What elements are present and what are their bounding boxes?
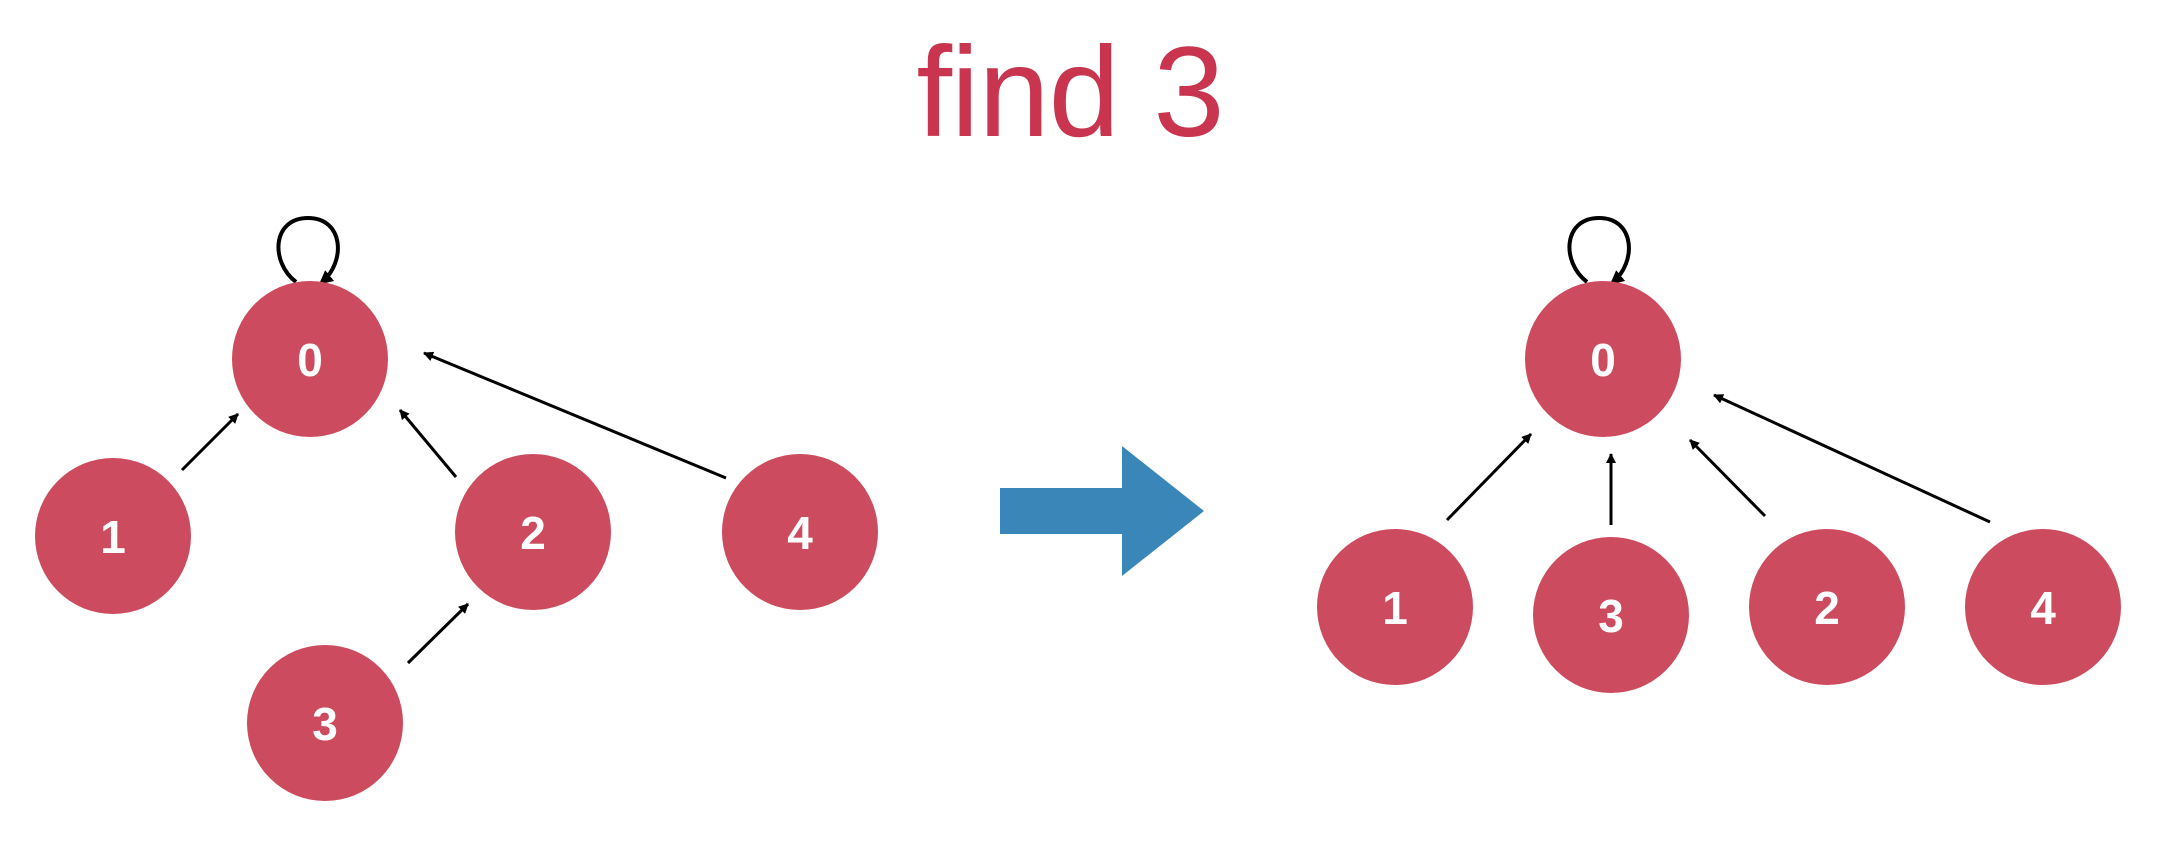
before-self-loop-0 <box>276 215 340 285</box>
after-node-0: 0 <box>1525 281 1681 437</box>
svg-text:0: 0 <box>297 334 323 386</box>
before-edge-3-2 <box>406 602 470 665</box>
before-node-0: 0 <box>232 281 388 437</box>
before-graph: 0 1 2 3 4 <box>35 215 878 801</box>
svg-text:3: 3 <box>312 698 338 750</box>
after-node-1: 1 <box>1317 529 1473 685</box>
after-node-3: 3 <box>1533 537 1689 693</box>
svg-text:2: 2 <box>520 507 546 559</box>
after-edge-2-0 <box>1688 438 1767 518</box>
before-edge-1-0 <box>180 412 240 472</box>
svg-text:1: 1 <box>100 511 126 563</box>
slide-title: find 3 <box>916 21 1224 164</box>
before-nodes: 0 1 2 3 4 <box>35 281 878 801</box>
before-node-4: 4 <box>722 454 878 610</box>
svg-text:4: 4 <box>787 507 813 559</box>
after-node-2: 2 <box>1749 529 1905 685</box>
svg-text:2: 2 <box>1814 582 1840 634</box>
svg-text:4: 4 <box>2030 582 2056 634</box>
after-node-4: 4 <box>1965 529 2121 685</box>
svg-text:0: 0 <box>1590 334 1616 386</box>
after-self-loop-0 <box>1567 215 1631 285</box>
before-edge-2-0 <box>398 409 458 478</box>
after-edge-1-0 <box>1445 432 1533 522</box>
before-edges <box>180 215 727 665</box>
after-nodes: 0 1 3 2 4 <box>1317 281 2121 693</box>
before-node-1: 1 <box>35 458 191 614</box>
after-edge-4-0 <box>1713 393 1991 524</box>
after-edges <box>1445 215 1991 525</box>
svg-text:1: 1 <box>1382 582 1408 634</box>
right-arrow-icon <box>1000 446 1204 576</box>
after-graph: 0 1 3 2 4 <box>1317 215 2121 693</box>
before-edge-4-0 <box>423 351 727 480</box>
svg-text:3: 3 <box>1598 590 1624 642</box>
before-node-2: 2 <box>455 454 611 610</box>
before-node-3: 3 <box>247 645 403 801</box>
